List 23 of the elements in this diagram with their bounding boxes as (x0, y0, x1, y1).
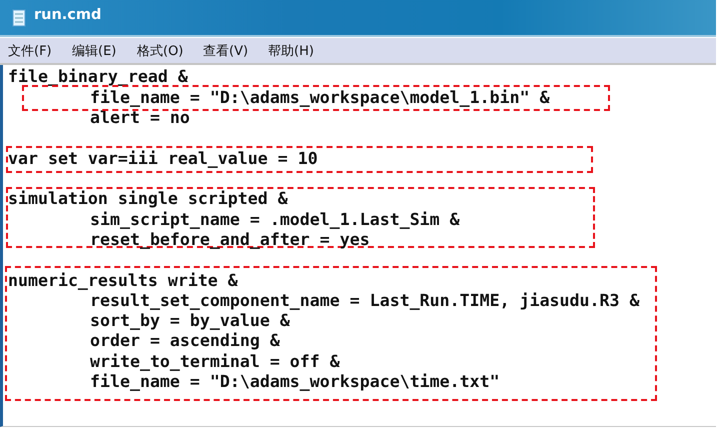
code-line: file_name = "D:\adams_workspace\model_1.bin" & (90, 88, 550, 108)
dashed-box (6, 146, 593, 173)
dashed-box (6, 187, 595, 248)
code-line: file_name = "D:\adams_workspace\time.txt" (90, 372, 500, 392)
code-line: numeric_results write & (8, 271, 238, 291)
code-line: sim_script_name = .model_1.Last_Sim & (90, 210, 460, 230)
code-line: file_binary_read & (8, 67, 188, 87)
window-title: run.cmd (34, 7, 102, 23)
code-line: result_set_component_name = Last_Run.TIME, jiasudu.R3 & (90, 291, 640, 311)
code-line: var set var=iii real_value = 10 (8, 149, 318, 169)
code-line: order = ascending & (90, 331, 280, 351)
menu-item: 文件(F) (8, 43, 52, 60)
menu-item: 编辑(E) (72, 43, 116, 60)
code-line: sort_by = by_value & (90, 311, 290, 331)
dashed-box (22, 85, 610, 111)
menu-item: 格式(O) (137, 43, 184, 60)
code-line: simulation single scripted & (8, 189, 288, 209)
menu-item: 查看(V) (203, 43, 248, 60)
code-line: alert = no (90, 108, 190, 128)
dashed-box (5, 266, 657, 401)
code-line: write_to_terminal = off & (90, 352, 340, 372)
code-line: reset_before_and_after = yes (90, 230, 370, 250)
menu-item: 帮助(H) (268, 43, 314, 60)
